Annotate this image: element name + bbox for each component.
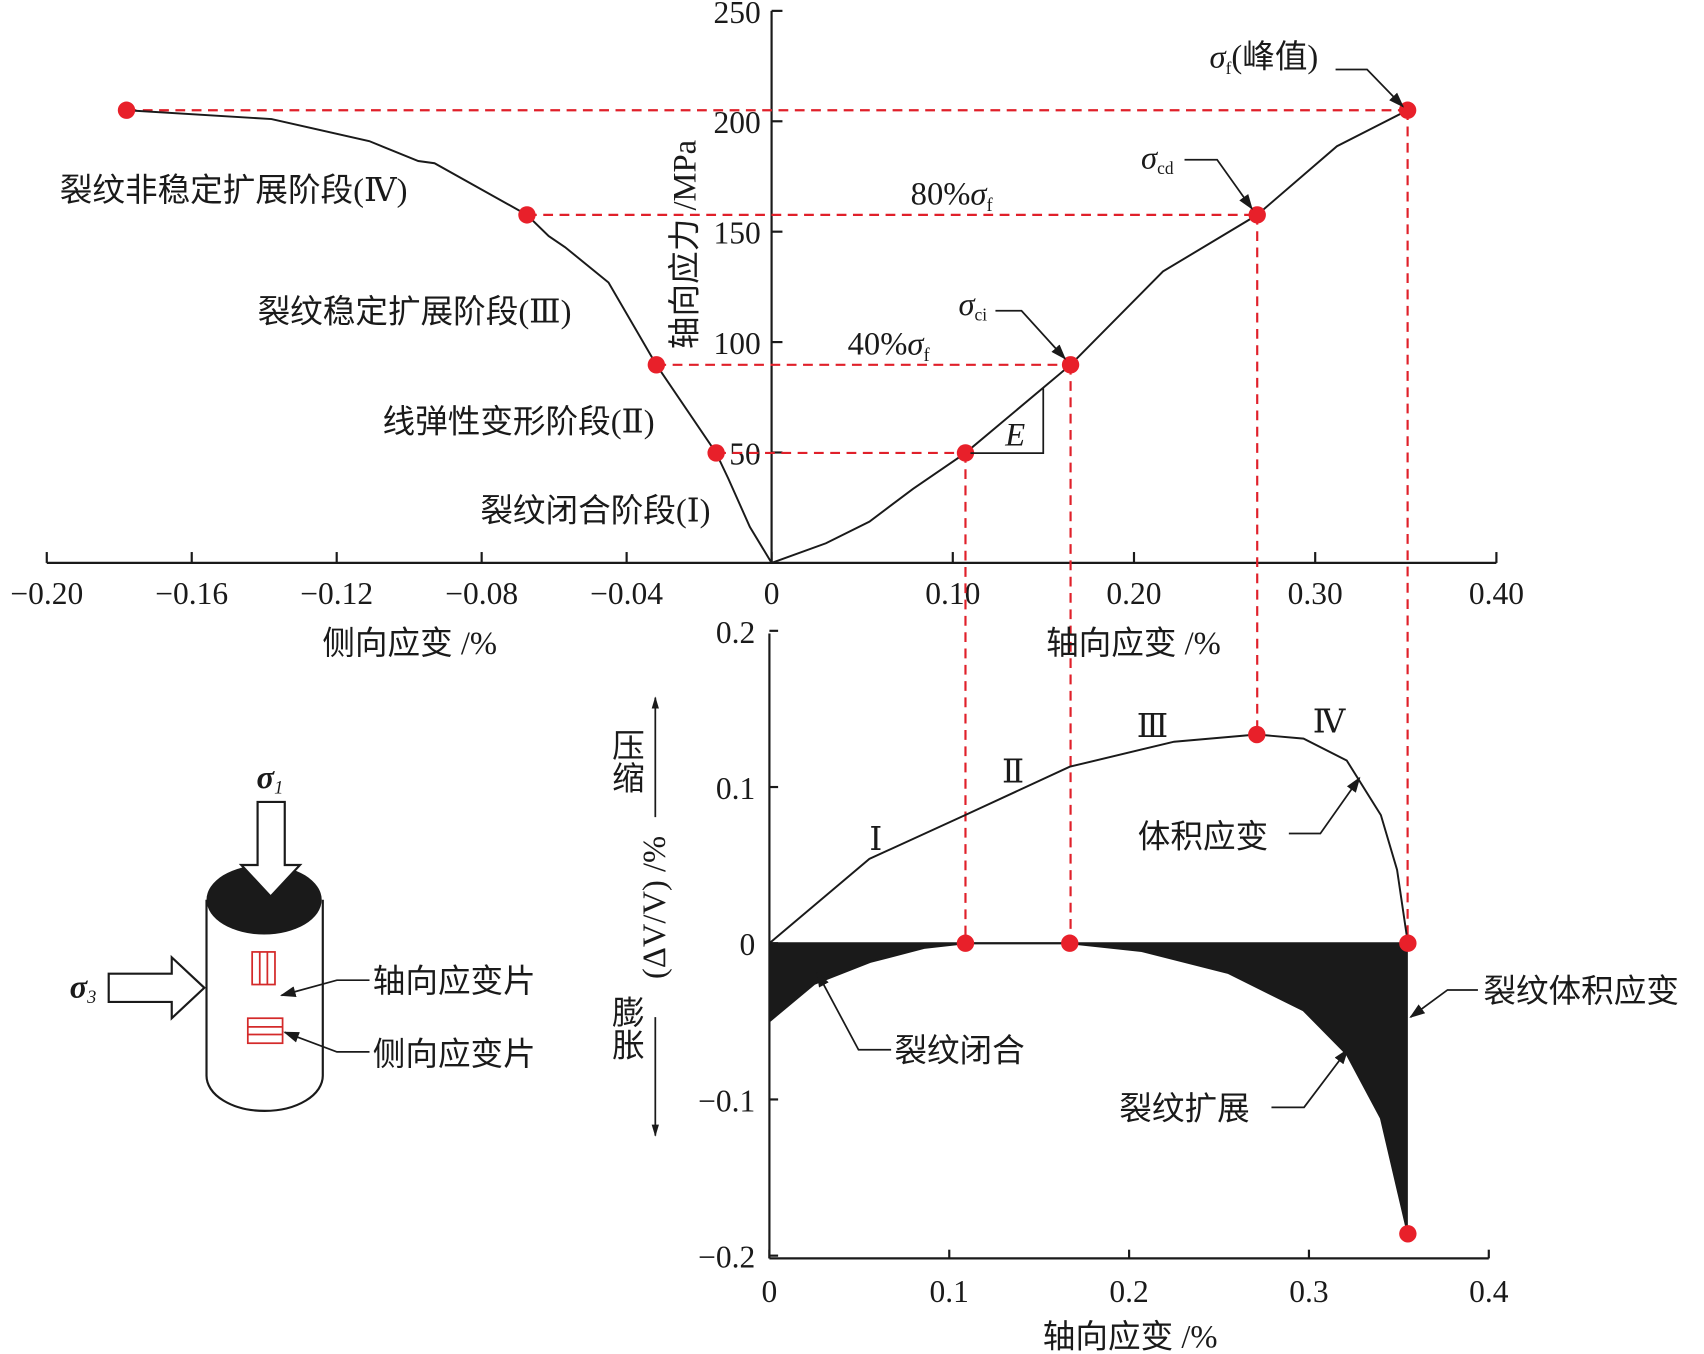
stage-label-iv: 裂纹非稳定扩展阶段(Ⅳ) — [60, 172, 408, 209]
axis-ticks: −0.2 −0.1 0 0.1 0.2 0 0.1 0.2 0.3 0.4 — [698, 615, 1509, 1309]
y-tick-label: 100 — [713, 326, 760, 361]
sigma3-label: σ3 — [70, 970, 97, 1007]
key-points — [117, 101, 1417, 462]
label-crack-growth: 裂纹扩展 — [1119, 1090, 1249, 1127]
y-tick-label: −0.2 — [698, 1240, 755, 1275]
lateral-strain-gauge-icon — [246, 1017, 284, 1045]
x-tick-label-lateral: 0 — [764, 576, 780, 611]
volumetric-key-point — [1061, 934, 1079, 952]
sigma-ci-leader-arrow — [995, 309, 1067, 360]
x-tick-label-lateral: −0.16 — [155, 576, 228, 611]
volumetric-strain-chart: −0.2 −0.1 0 0.1 0.2 0 0.1 0.2 0.3 0.4 轴向应变 /% (ΔV… — [607, 615, 1679, 1354]
label-sigma-cd: σcd — [1141, 140, 1174, 177]
stage-label-ii: 线弹性变形阶段(Ⅱ) — [383, 403, 655, 440]
y-tick-label: 0 — [740, 927, 756, 962]
axial-gauge-leader-arrow — [279, 979, 370, 997]
x-tick-label-lateral: −0.04 — [590, 576, 663, 611]
label-crack-closure: 裂纹闭合 — [894, 1033, 1024, 1070]
x-tick-label-axial: 0.20 — [1106, 576, 1161, 611]
y-tick-label: −0.1 — [698, 1083, 755, 1118]
key-points — [956, 725, 1417, 1243]
x-axis-title-axial: 轴向应变 /% — [1046, 625, 1221, 662]
label-volumetric-strain: 体积应变 — [1138, 819, 1268, 856]
x-tick-label: 0 — [762, 1274, 778, 1309]
x-tick-label: 0.3 — [1289, 1274, 1328, 1309]
y-tick-label: 0.2 — [716, 615, 755, 650]
crack-volumetric-area — [769, 943, 1408, 1234]
lateral-stress-strain-curve — [126, 109, 773, 564]
x-tick-label-lateral: −0.20 — [10, 576, 83, 611]
x-axis-title-lateral: 侧向应变 /% — [322, 625, 497, 662]
label-40pct-sigma-f: 40%σf — [848, 326, 931, 365]
y-tick-label: 150 — [713, 216, 760, 251]
crack-growth-leader-arrow — [1271, 1048, 1349, 1109]
sigma1-label: σ1 — [257, 760, 284, 797]
lateral-key-point — [518, 206, 536, 224]
x-tick-label-axial: 0.40 — [1469, 576, 1524, 611]
sigma-cd-leader-arrow — [1184, 158, 1253, 210]
volumetric-key-point — [1399, 1225, 1417, 1243]
stage-numeral-iv: Ⅳ — [1313, 704, 1347, 740]
axial-key-point — [1248, 206, 1266, 224]
x-tick-label: 0.4 — [1469, 1274, 1509, 1309]
specimen-diagram: σ1 σ3 轴向应变片 侧向应变片 — [70, 760, 536, 1112]
x-tick-label-lateral: −0.08 — [445, 576, 518, 611]
modulus-label: E — [1004, 418, 1025, 454]
stage-numeral-i: Ⅰ — [869, 822, 882, 858]
axial-strain-gauge-icon — [251, 951, 276, 986]
dilation-label: 膨胀 — [607, 995, 644, 1061]
x-tick-label: 0.1 — [930, 1274, 969, 1309]
lateral-key-point — [647, 356, 666, 374]
label-crack-volumetric-strain: 裂纹体积应变 — [1483, 973, 1679, 1010]
y-tick-label: 250 — [713, 0, 760, 30]
stage-label-iii: 裂纹稳定扩展阶段(Ⅲ) — [258, 294, 572, 331]
volumetric-strain-curve — [768, 733, 1409, 944]
crack-volumetric-leader-arrow — [1409, 989, 1478, 1019]
stage-numeral-ii: Ⅱ — [1002, 754, 1024, 790]
x-axis-title: 轴向应变 /% — [1043, 1318, 1218, 1354]
lateral-key-point — [117, 101, 136, 119]
volumetric-key-point — [1248, 725, 1266, 744]
volumetric-key-point — [956, 934, 975, 952]
stage-label-i: 裂纹闭合阶段(Ⅰ) — [480, 493, 710, 530]
label-sigma-ci: σci — [958, 287, 987, 324]
label-80pct-sigma-f: 80%σf — [911, 176, 994, 215]
axial-gauge-label: 轴向应变片 — [373, 963, 536, 1000]
y-axis-title: 轴向应力 /MPa — [667, 139, 704, 349]
crack-closure-leader-arrow — [816, 971, 892, 1051]
curves — [126, 109, 1409, 564]
cylinder-top-face — [206, 864, 322, 935]
axial-stress-strain-curve — [771, 109, 1409, 564]
label-sigma-f-peak: σf(峰值) — [1210, 38, 1319, 78]
sigma-f-leader-arrow — [1335, 68, 1405, 108]
volumetric-key-point — [1399, 934, 1417, 952]
sigma1-arrow-icon — [238, 800, 303, 899]
y-tick-label: 0.1 — [716, 771, 755, 806]
x-tick-label-axial: 0.10 — [925, 576, 980, 611]
volumetric-leader-arrow — [1288, 776, 1361, 835]
lateral-gauge-label: 侧向应变片 — [373, 1036, 536, 1073]
axial-key-point — [956, 444, 975, 462]
compression-label: 压缩 — [607, 728, 643, 793]
sigma3-arrow-icon — [107, 954, 206, 1021]
x-tick-label: 0.2 — [1109, 1274, 1148, 1309]
lateral-gauge-leader-arrow — [283, 1031, 370, 1053]
x-tick-label-lateral: −0.12 — [300, 576, 373, 611]
crack-volumetric-strain-boundary — [768, 942, 1409, 1235]
lateral-key-point — [707, 444, 725, 462]
stage-numeral-iii: Ⅲ — [1137, 709, 1168, 745]
x-tick-label-axial: 0.30 — [1288, 576, 1343, 611]
crack-volumetric-strain-area — [769, 943, 1408, 1234]
modulus-triangle — [970, 387, 1045, 455]
y-axis-title: (ΔV/V) /% — [637, 836, 673, 979]
guide-lines — [126, 109, 1409, 944]
cylinder-body — [205, 899, 324, 1112]
axial-key-point — [1061, 356, 1080, 374]
